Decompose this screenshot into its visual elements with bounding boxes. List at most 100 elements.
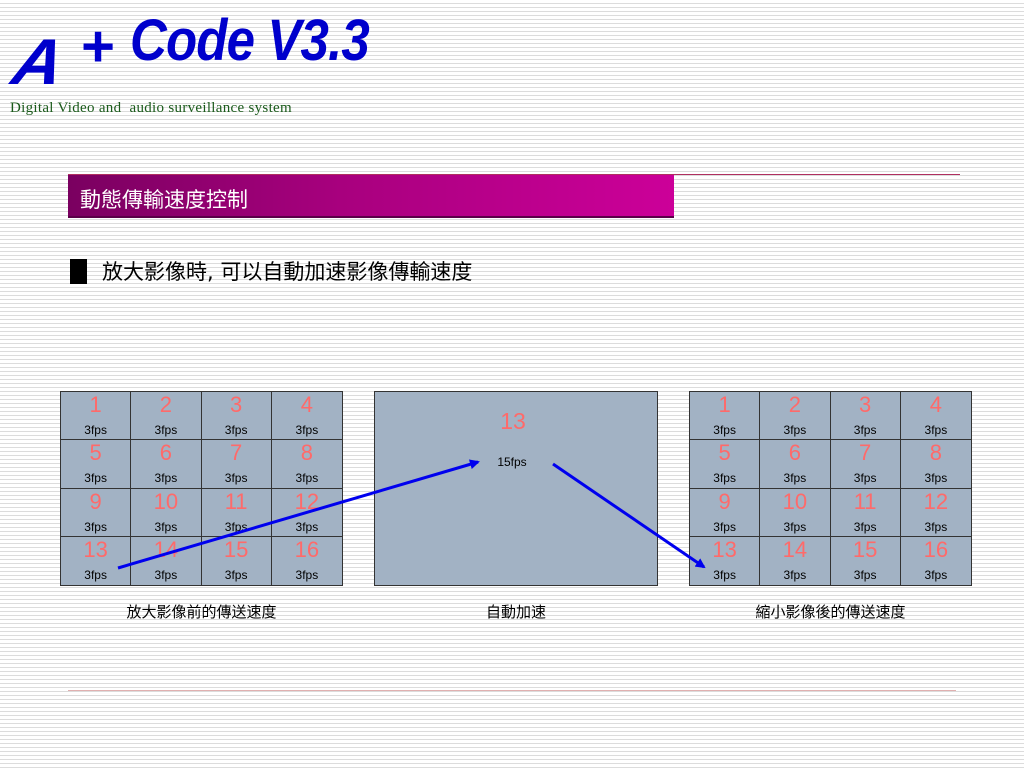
camera-fps: 3fps xyxy=(154,423,178,437)
camera-number: 5 xyxy=(89,440,102,466)
enlarged-camera-panel: 13 15fps xyxy=(374,391,658,586)
camera-cell: 12 3fps xyxy=(271,488,342,537)
camera-number: 15 xyxy=(852,536,878,562)
camera-fps: 3fps xyxy=(84,519,107,534)
camera-cell: 11 3fps xyxy=(830,488,901,537)
camera-fps: 3fps xyxy=(713,423,736,437)
camera-cell: 3 3fps xyxy=(201,392,272,441)
camera-number: 3 xyxy=(230,392,243,417)
camera-number: 15 xyxy=(223,536,249,562)
camera-number: 8 xyxy=(300,440,313,466)
camera-fps: 3fps xyxy=(783,519,807,534)
caption-accelerate: 自動加速 xyxy=(485,603,546,621)
logo-product-name: Code V3.3 xyxy=(130,8,370,73)
product-logo: A + Code V3.3 xyxy=(6,6,408,106)
camera-fps: 3fps xyxy=(924,423,948,437)
camera-number: 4 xyxy=(300,392,313,417)
camera-cell: 8 3fps xyxy=(900,440,971,489)
camera-fps: 3fps xyxy=(154,519,178,534)
camera-fps: 3fps xyxy=(924,471,948,486)
camera-fps: 3fps xyxy=(224,471,248,486)
camera-fps: 3fps xyxy=(295,519,319,534)
section-title: 動態傳輸速度控制 xyxy=(80,188,248,212)
camera-number: 9 xyxy=(718,488,731,514)
camera-number: 13 xyxy=(83,536,108,562)
camera-cell: 2 3fps xyxy=(131,392,202,441)
caption-after: 縮小影像後的傳送速度 xyxy=(755,603,906,621)
enlarged-camera-fps: 15fps xyxy=(497,455,527,469)
camera-number: 7 xyxy=(859,440,872,466)
camera-cell: 4 3fps xyxy=(271,392,342,441)
camera-fps: 3fps xyxy=(295,471,319,486)
camera-cell: 1 3fps xyxy=(690,392,761,441)
camera-fps: 3fps xyxy=(713,471,736,486)
camera-fps: 3fps xyxy=(853,423,877,437)
camera-fps: 3fps xyxy=(84,423,107,437)
camera-fps: 3fps xyxy=(224,423,248,437)
camera-fps: 3fps xyxy=(295,423,319,437)
bullet-text: 放大影像時, 可以自動加速影像傳輸速度 xyxy=(102,260,473,284)
camera-fps: 3fps xyxy=(713,519,736,534)
camera-cell: 7 3fps xyxy=(830,440,901,489)
camera-number: 11 xyxy=(224,488,248,514)
bottom-divider xyxy=(68,690,956,691)
camera-cell: 14 3fps xyxy=(131,536,202,585)
camera-number: 16 xyxy=(923,536,949,562)
camera-number: 1 xyxy=(89,392,102,417)
camera-number: 7 xyxy=(230,440,243,466)
enlarged-camera-number: 13 xyxy=(500,408,526,434)
caption-before: 放大影像前的傳送速度 xyxy=(126,603,277,621)
camera-cell: 5 3fps xyxy=(690,440,761,489)
camera-number: 12 xyxy=(923,488,949,514)
top-divider xyxy=(68,174,960,175)
camera-number: 3 xyxy=(859,392,872,417)
camera-number: 6 xyxy=(159,440,172,466)
camera-cell: 7 3fps xyxy=(201,440,272,489)
camera-number: 14 xyxy=(153,536,179,562)
camera-number: 2 xyxy=(788,392,801,417)
bullet-square-icon xyxy=(70,259,87,284)
camera-number: 16 xyxy=(294,536,320,562)
camera-cell: 10 3fps xyxy=(131,488,202,537)
camera-cell: 6 3fps xyxy=(760,440,831,489)
camera-cell: 10 3fps xyxy=(760,488,831,537)
camera-cell: 13 3fps xyxy=(690,536,761,585)
camera-cell: 11 3fps xyxy=(201,488,272,537)
camera-fps: 3fps xyxy=(783,471,807,486)
camera-cell: 3 3fps xyxy=(830,392,901,441)
camera-number: 6 xyxy=(788,440,801,466)
camera-fps: 3fps xyxy=(224,519,248,534)
camera-number: 12 xyxy=(294,488,320,514)
camera-number: 5 xyxy=(718,440,731,466)
camera-fps: 3fps xyxy=(853,519,877,534)
camera-fps: 3fps xyxy=(224,567,248,582)
camera-fps: 3fps xyxy=(84,567,107,582)
logo-letter: A xyxy=(6,25,71,99)
camera-fps: 3fps xyxy=(783,567,807,582)
camera-fps: 3fps xyxy=(853,471,877,486)
camera-number: 8 xyxy=(929,440,942,466)
camera-number: 2 xyxy=(159,392,172,417)
section-title-banner: 動態傳輸速度控制 xyxy=(68,175,674,218)
camera-number: 11 xyxy=(853,488,877,514)
camera-cell: 14 3fps xyxy=(760,536,831,585)
camera-number: 10 xyxy=(782,488,808,514)
camera-number: 14 xyxy=(782,536,808,562)
camera-cell: 8 3fps xyxy=(271,440,342,489)
camera-number: 10 xyxy=(153,488,179,514)
camera-number: 13 xyxy=(712,536,737,562)
camera-fps: 3fps xyxy=(924,519,948,534)
camera-fps: 3fps xyxy=(713,567,736,582)
camera-fps: 3fps xyxy=(154,567,178,582)
camera-cell: 9 3fps xyxy=(690,488,761,537)
camera-number: 1 xyxy=(718,392,731,417)
